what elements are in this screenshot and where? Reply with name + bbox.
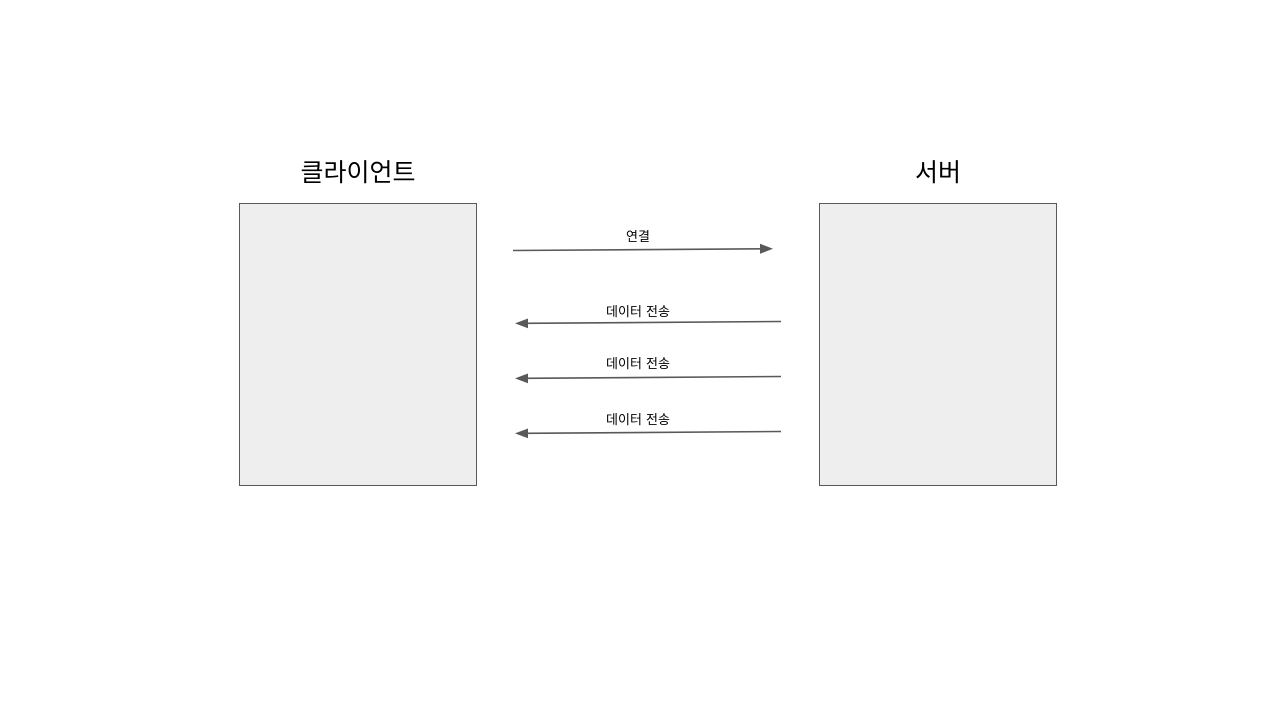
data-transfer-label-3: 데이터 전송 [606, 413, 670, 428]
connect-arrow [512, 243, 773, 254]
client-title: 클라이언트 [300, 158, 416, 187]
data-transfer-label-2: 데이터 전송 [606, 357, 670, 372]
server-title: 서버 [914, 158, 961, 187]
data-transfer-label-1: 데이터 전송 [606, 305, 670, 320]
data-arrow-3 [515, 428, 782, 439]
arrowhead-left-icon [515, 373, 528, 384]
connect-label: 연결 [626, 230, 650, 245]
data-arrow-2 [515, 373, 782, 384]
server-box [819, 203, 1057, 486]
arrowhead-right-icon [760, 243, 773, 254]
data-arrow-1 [515, 318, 782, 329]
client-box [239, 203, 477, 486]
arrowhead-left-icon [515, 318, 528, 329]
arrowhead-left-icon [515, 428, 528, 439]
